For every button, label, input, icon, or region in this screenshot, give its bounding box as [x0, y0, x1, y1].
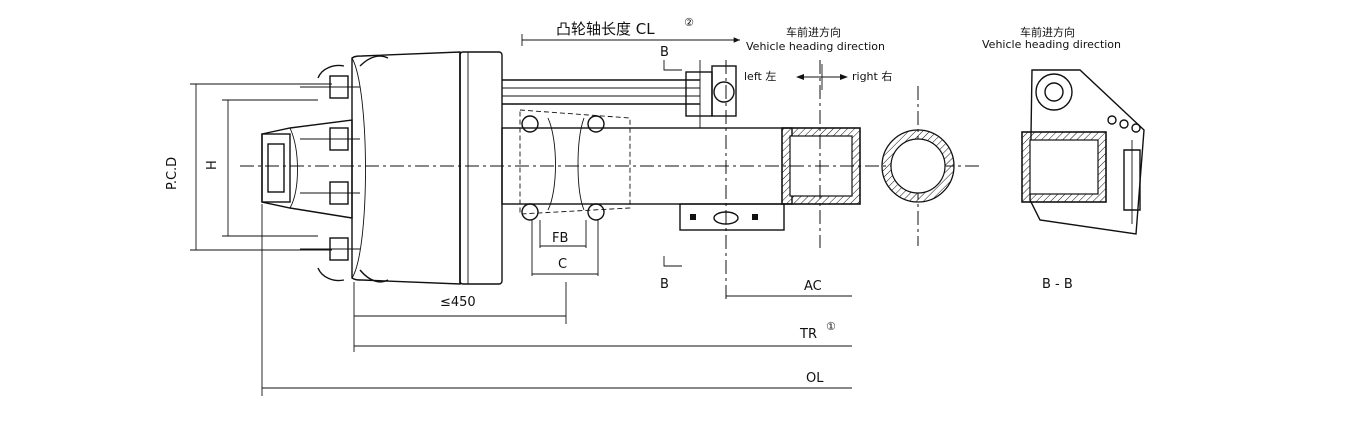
- tr-label: TR: [799, 327, 817, 342]
- tr-note: ①: [826, 320, 836, 333]
- round-tube-section: [881, 129, 955, 203]
- left-right-arrows: [796, 64, 848, 90]
- direction-en-1: Vehicle heading direction: [746, 40, 885, 53]
- brake-drum: [351, 51, 503, 285]
- right-label: right 右: [852, 69, 892, 83]
- ol-label: OL: [806, 371, 824, 386]
- fb-dimension: [539, 220, 587, 248]
- wheel-hub: [261, 55, 389, 283]
- section-bb-drawing: [1021, 69, 1145, 235]
- spring-seat: [519, 109, 631, 221]
- pcd-label: P.C.D: [165, 157, 180, 190]
- camshaft-assembly: [685, 60, 737, 128]
- section-mark-bottom: [663, 256, 682, 267]
- max-450-label: ≤450: [440, 295, 476, 310]
- section-bb-label: B - B: [1042, 277, 1073, 292]
- direction-cn-2: 车前进方向: [1020, 25, 1075, 39]
- cam-length-note: ②: [684, 16, 694, 29]
- max-450-dimension: [353, 282, 567, 324]
- section-b-top: B: [660, 45, 669, 60]
- cam-length-label: 凸轮轴长度 CL: [556, 20, 655, 38]
- c-dimension: [531, 220, 599, 276]
- axle-beam: [501, 79, 861, 205]
- direction-en-2: Vehicle heading direction: [982, 38, 1121, 51]
- tr-dimension: [353, 324, 852, 352]
- fb-label: FB: [552, 231, 568, 246]
- direction-cn-1: 车前进方向: [786, 25, 841, 39]
- cam-length-dimension: [521, 34, 740, 46]
- c-label: C: [558, 257, 567, 272]
- left-label: left 左: [744, 70, 776, 83]
- ac-label: AC: [804, 279, 822, 294]
- section-b-bottom: B: [660, 277, 669, 292]
- brake-chamber-bracket: [679, 203, 785, 231]
- section-mark-top: [663, 60, 682, 71]
- ol-dimension: [261, 204, 852, 396]
- h-label: H: [205, 160, 220, 170]
- pcd-dimension: [190, 83, 332, 251]
- wheel-studs: [300, 75, 360, 261]
